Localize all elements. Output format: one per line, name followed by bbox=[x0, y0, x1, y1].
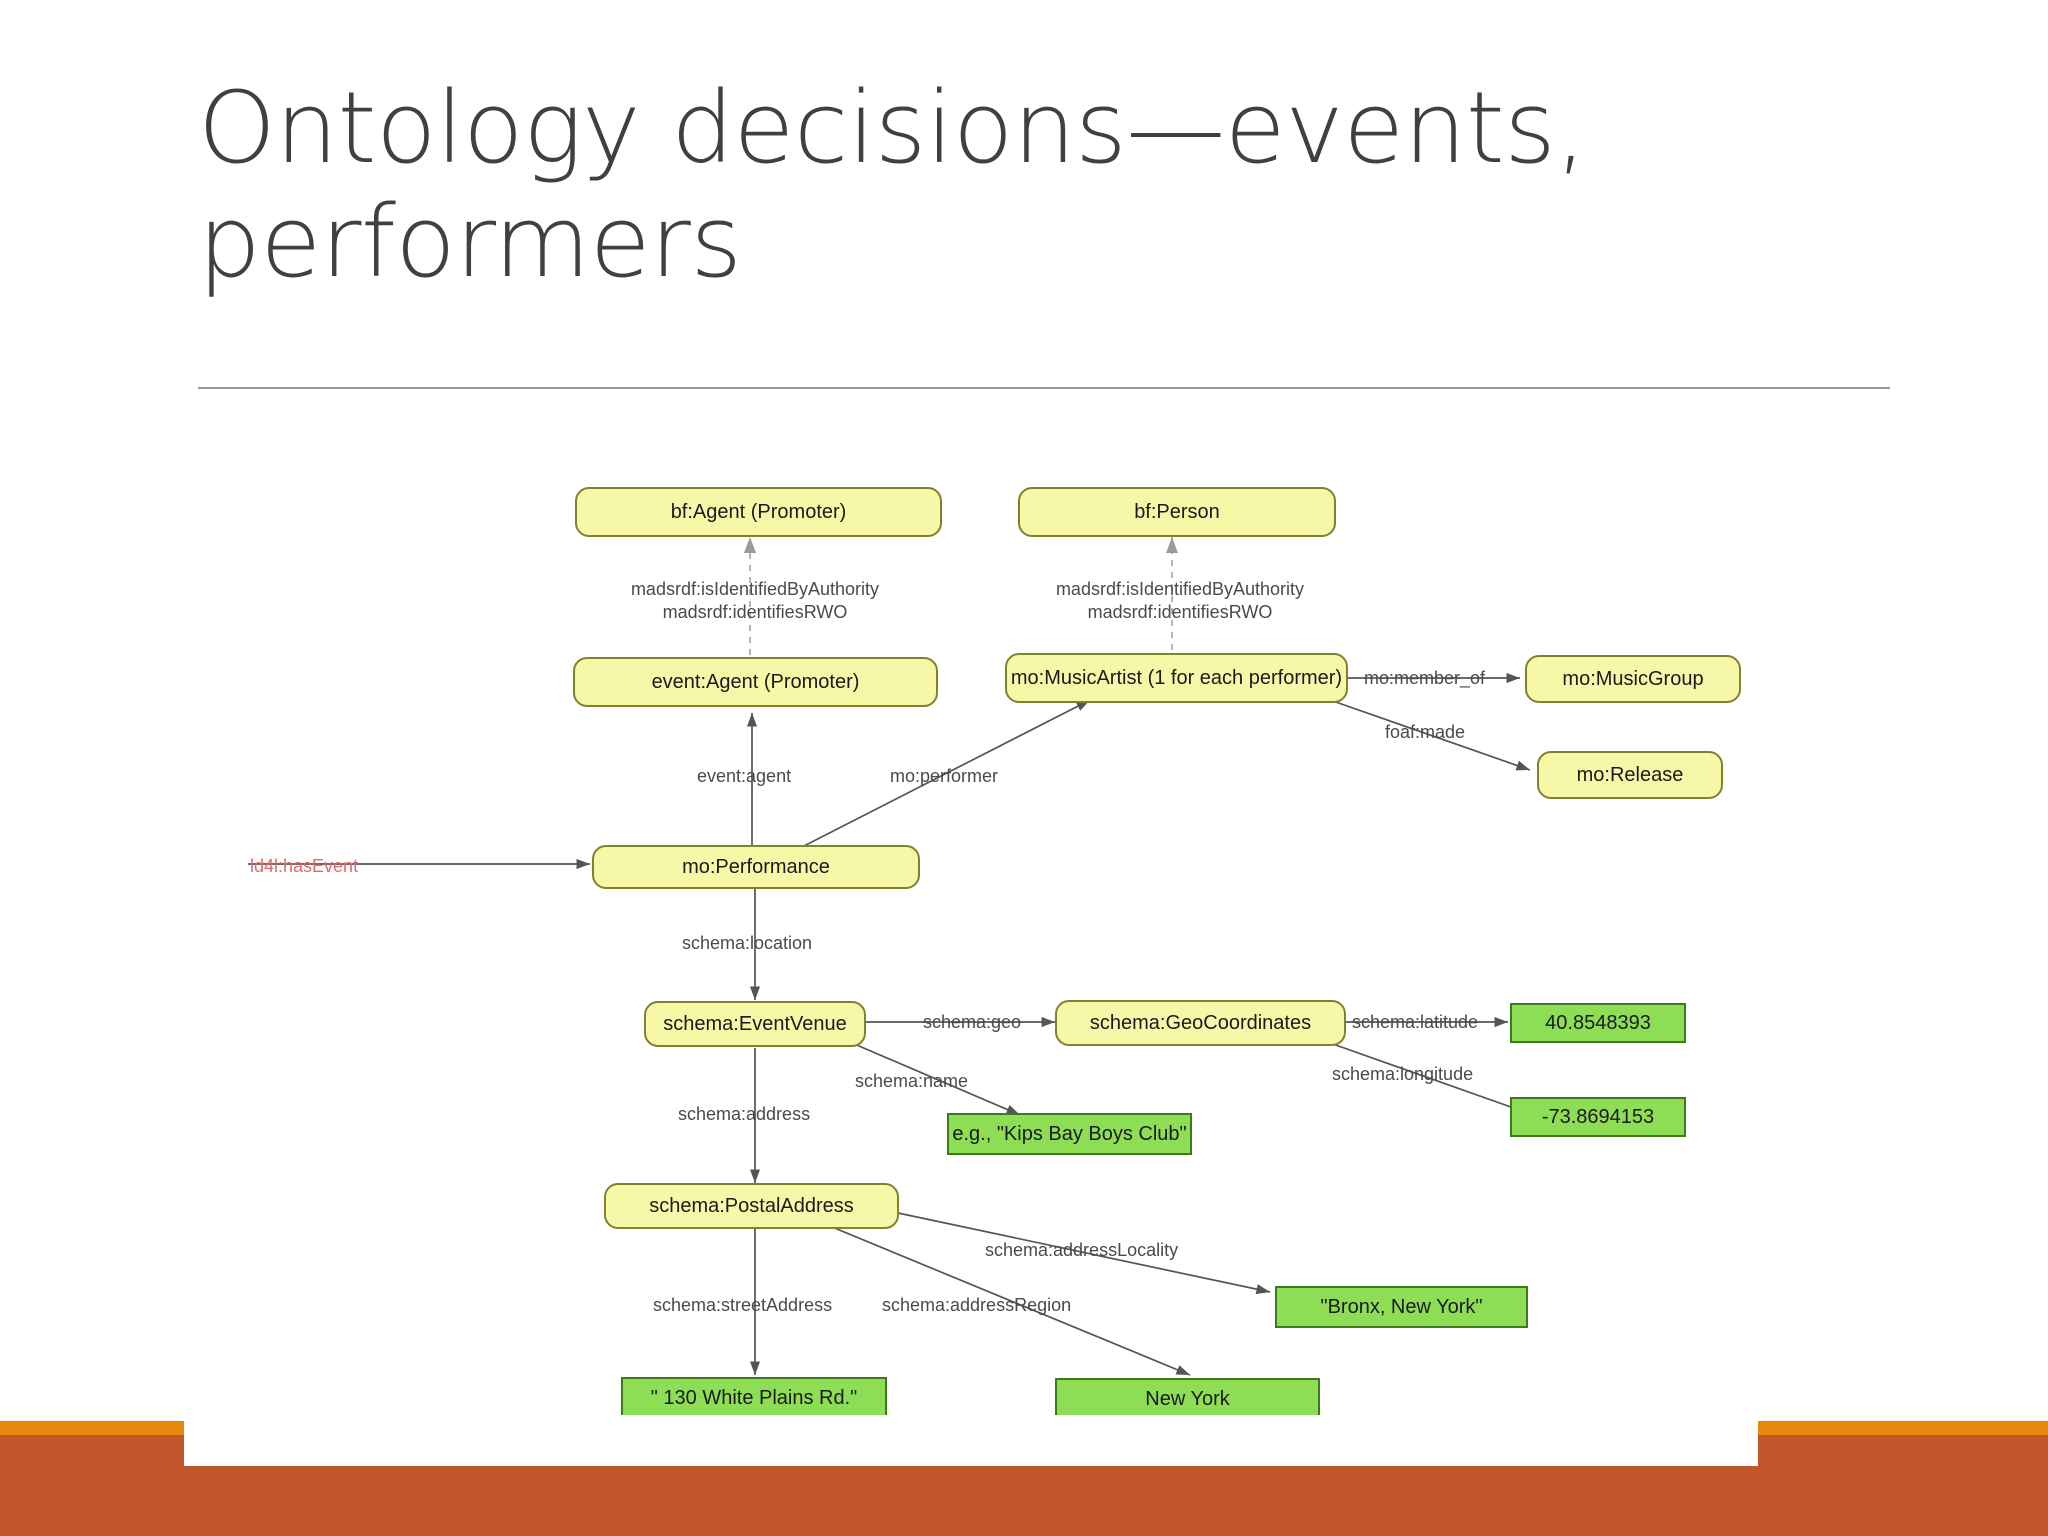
node-label: 40.8548393 bbox=[1545, 1011, 1651, 1034]
node-bf-agent[interactable]: bf:Agent (Promoter) bbox=[575, 487, 942, 537]
node-bf-person[interactable]: bf:Person bbox=[1018, 487, 1336, 537]
edge-label-madsrdf-right: madsrdf:isIdentifiedByAuthority madsrdf:… bbox=[1055, 579, 1305, 623]
node-label: schema:GeoCoordinates bbox=[1089, 1011, 1312, 1034]
node-label: -73.8694153 bbox=[1541, 1105, 1655, 1128]
edge-label-schema-name: schema:name bbox=[855, 1071, 969, 1091]
footer-white-panel bbox=[184, 1415, 1758, 1466]
node-label: "Bronx, New York" bbox=[1320, 1295, 1483, 1318]
node-literal-venue-name[interactable]: e.g., "Kips Bay Boys Club" bbox=[947, 1113, 1192, 1155]
edge-label-event-agent: event:agent bbox=[697, 766, 792, 786]
node-label: New York bbox=[1145, 1387, 1230, 1410]
edge-label-schema-location: schema:location bbox=[682, 933, 813, 953]
node-mo-musicgroup[interactable]: mo:MusicGroup bbox=[1525, 655, 1741, 703]
node-label: mo:Performance bbox=[682, 855, 830, 878]
node-literal-latitude[interactable]: 40.8548393 bbox=[1510, 1003, 1686, 1043]
node-literal-address-region[interactable]: New York bbox=[1055, 1378, 1320, 1420]
edge-label-ld4l-hasevent: ld4l:hasEvent bbox=[250, 856, 359, 876]
edge-label-schema-latitude: schema:latitude bbox=[1352, 1012, 1479, 1032]
node-label: mo:Release bbox=[1576, 763, 1684, 786]
node-mo-release[interactable]: mo:Release bbox=[1537, 751, 1723, 799]
node-literal-address-locality[interactable]: "Bronx, New York" bbox=[1275, 1286, 1528, 1328]
node-label: bf:Agent (Promoter) bbox=[670, 500, 847, 523]
edge-label-member-of: mo:member_of bbox=[1364, 668, 1486, 688]
edge-label-schema-longitude: schema:longitude bbox=[1332, 1064, 1474, 1084]
edge-label-schema-streetaddress: schema:streetAddress bbox=[653, 1295, 833, 1315]
node-label: e.g., "Kips Bay Boys Club" bbox=[952, 1122, 1187, 1145]
edge-label-madsrdf-left: madsrdf:isIdentifiedByAuthority madsrdf:… bbox=[630, 579, 880, 623]
node-label: " 130 White Plains Rd." bbox=[650, 1386, 858, 1409]
edge-label-mo-performer: mo:performer bbox=[890, 766, 999, 786]
node-event-agent[interactable]: event:Agent (Promoter) bbox=[573, 657, 938, 707]
edge-label-foaf-made: foaf:made bbox=[1385, 722, 1466, 742]
title-block: Ontology decisions—events, performers bbox=[198, 72, 1798, 300]
edge-label-schema-addresslocality: schema:addressLocality bbox=[985, 1240, 1179, 1260]
node-schema-postaladdress[interactable]: schema:PostalAddress bbox=[604, 1183, 899, 1229]
node-schema-eventvenue[interactable]: schema:EventVenue bbox=[644, 1001, 866, 1047]
footer-band-orange-left bbox=[0, 1421, 184, 1435]
node-label: mo:MusicArtist (1 for each performer) bbox=[1010, 666, 1343, 689]
edge-label-schema-geo: schema:geo bbox=[923, 1012, 1022, 1032]
node-label: schema:EventVenue bbox=[663, 1012, 847, 1035]
node-label: bf:Person bbox=[1134, 500, 1220, 523]
edge-label-schema-addressregion: schema:addressRegion bbox=[882, 1295, 1072, 1315]
node-mo-performance[interactable]: mo:Performance bbox=[592, 845, 920, 889]
page-title: Ontology decisions—events, performers bbox=[198, 71, 1587, 300]
footer-band-orange-right bbox=[1758, 1421, 2048, 1435]
edge-label-schema-address: schema:address bbox=[678, 1104, 811, 1124]
node-schema-geocoordinates[interactable]: schema:GeoCoordinates bbox=[1055, 1000, 1346, 1046]
node-label: mo:MusicGroup bbox=[1562, 667, 1704, 690]
node-literal-street-address[interactable]: " 130 White Plains Rd." bbox=[621, 1377, 887, 1419]
node-mo-musicartist[interactable]: mo:MusicArtist (1 for each performer) bbox=[1005, 653, 1348, 703]
node-label: event:Agent (Promoter) bbox=[651, 670, 860, 693]
node-literal-longitude[interactable]: -73.8694153 bbox=[1510, 1097, 1686, 1137]
node-label: schema:PostalAddress bbox=[649, 1194, 854, 1217]
title-divider bbox=[198, 387, 1890, 389]
